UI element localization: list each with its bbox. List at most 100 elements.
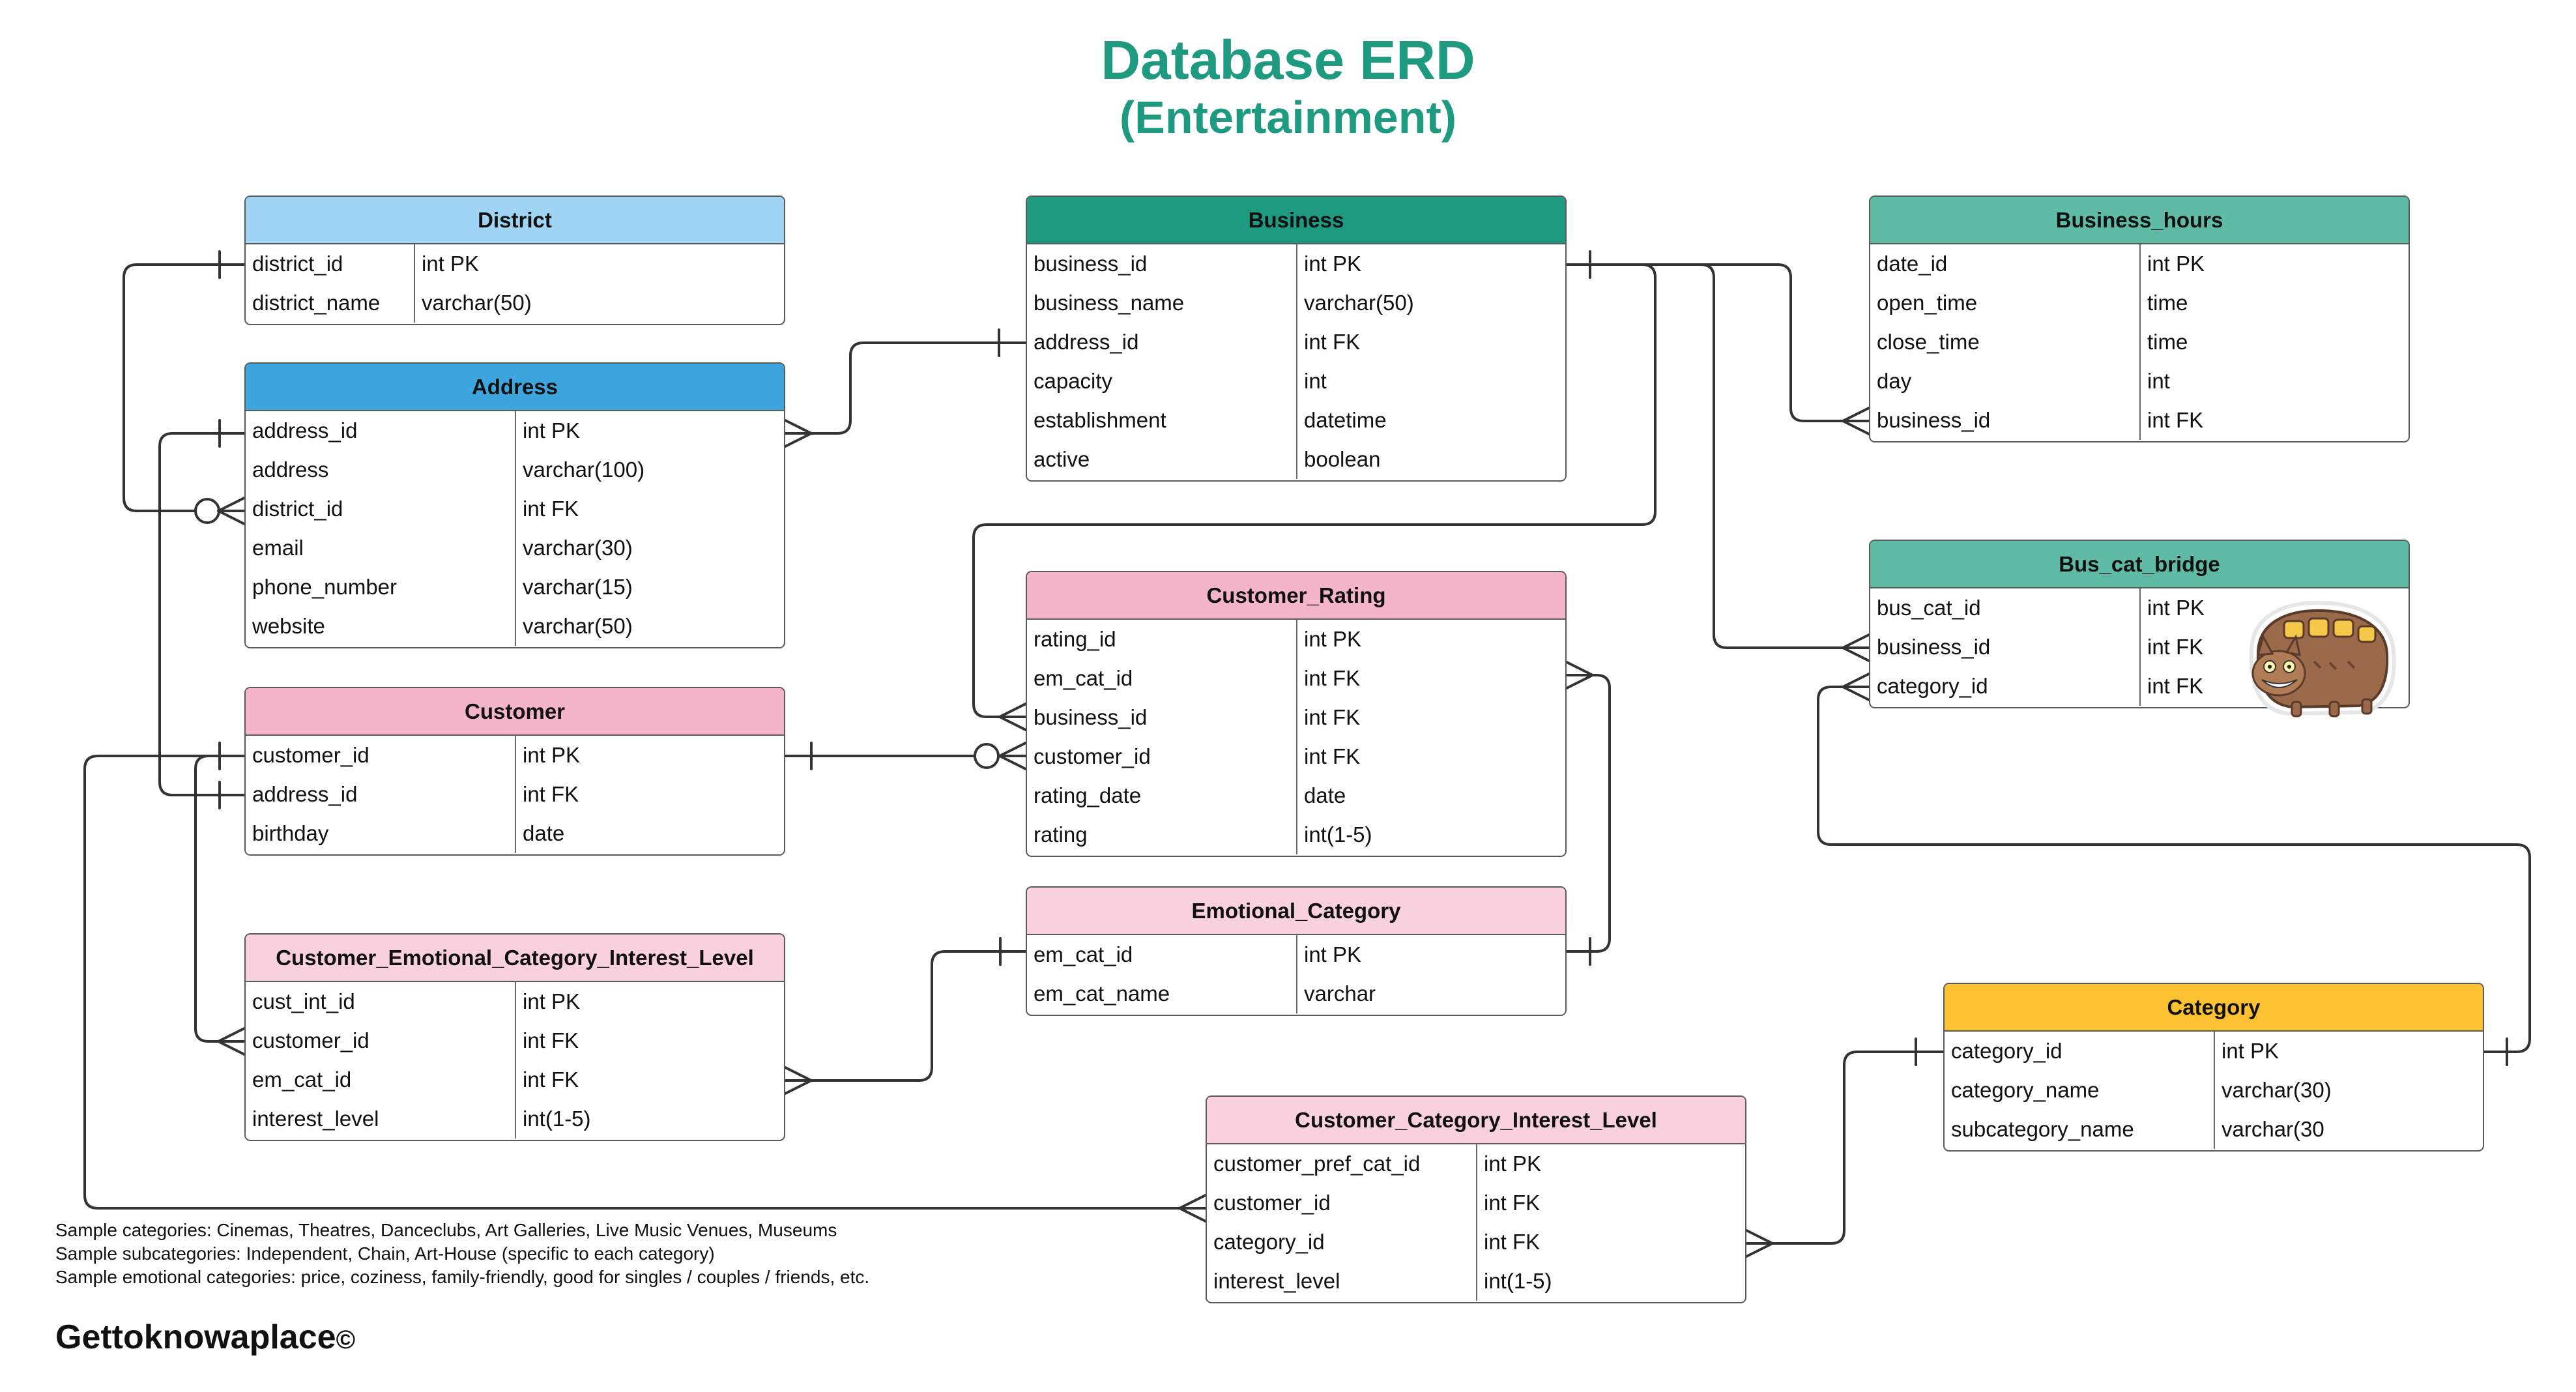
field-name: customer_pref_cat_id	[1207, 1144, 1477, 1183]
field-name: address_id	[246, 775, 516, 814]
field-type: int PK	[1304, 627, 1362, 651]
field-type: time	[2147, 330, 2188, 354]
entity-customer-emotional[interactable]: Customer_Emotional_Category_Interest_Lev…	[244, 933, 785, 1141]
field-type: int PK	[2221, 1039, 2279, 1063]
field-name: customer_id	[246, 1021, 516, 1060]
field-name: interest_level	[246, 1099, 516, 1138]
field-name: interest_level	[1207, 1262, 1477, 1301]
business-hours-line	[1565, 263, 1870, 422]
field-type: int FK	[2147, 408, 2204, 432]
field-name: district_name	[246, 283, 415, 323]
many-mark	[784, 1066, 813, 1095]
field-type: int	[2147, 369, 2170, 393]
field-row: address_id int FK	[1027, 323, 1565, 362]
field-name: address_id	[1027, 323, 1297, 362]
entity-title: Customer_Emotional_Category_Interest_Lev…	[246, 935, 784, 982]
field-type: int FK	[1304, 330, 1361, 354]
note-line: Sample emotional categories: price, cozi…	[55, 1267, 870, 1287]
field-type: varchar(30)	[523, 536, 633, 560]
field-type: int FK	[2147, 635, 2204, 659]
field-type: int FK	[2147, 674, 2204, 698]
field-row: establishment datetime	[1027, 401, 1565, 440]
field-name: website	[246, 607, 516, 646]
brand-label: Gettoknowaplace©	[55, 1318, 355, 1357]
field-row: rating_id int PK	[1027, 620, 1565, 659]
address-customer-line	[158, 432, 246, 796]
field-name: active	[1027, 440, 1297, 479]
field-name: district_id	[246, 244, 415, 283]
field-name: establishment	[1027, 401, 1297, 440]
field-name: date_id	[1870, 244, 2141, 283]
field-type: time	[2147, 291, 2188, 315]
field-type: int(1-5)	[523, 1107, 591, 1131]
entity-title: Business	[1027, 197, 1565, 244]
entity-title: Bus_cat_bridge	[1870, 541, 2409, 588]
many-mark	[784, 419, 813, 448]
field-name: business_id	[1870, 628, 2141, 667]
field-type: datetime	[1304, 408, 1387, 432]
field-name: open_time	[1870, 283, 2141, 323]
entity-title: Customer_Rating	[1027, 572, 1565, 620]
field-type: varchar	[1304, 981, 1376, 1006]
field-name: birthday	[246, 814, 516, 853]
copyright-icon: ©	[336, 1326, 356, 1354]
diagram-subtitle: (Entertainment)	[1119, 92, 1457, 143]
field-type: date	[1304, 783, 1346, 807]
field-name: phone_number	[246, 568, 516, 607]
optional-mark	[194, 498, 220, 524]
many-mark	[998, 742, 1027, 770]
customer-category-interest-line	[83, 755, 1207, 1210]
note-line: Sample categories: Cinemas, Theatres, Da…	[55, 1220, 837, 1240]
field-type: int FK	[1484, 1191, 1541, 1215]
field-name: customer_id	[246, 736, 516, 775]
field-name: rating_id	[1027, 620, 1297, 659]
many-mark	[1565, 661, 1594, 689]
field-name: bus_cat_id	[1870, 588, 2141, 628]
field-name: email	[246, 529, 516, 568]
category-bridge-line	[1817, 686, 2531, 1053]
field-type: int PK	[2147, 252, 2205, 276]
field-name: address	[246, 450, 516, 489]
many-mark	[998, 703, 1027, 731]
field-type: int FK	[523, 1028, 579, 1052]
field-name: em_cat_id	[246, 1060, 516, 1099]
field-type: int FK	[523, 497, 579, 521]
field-name: em_cat_id	[1027, 935, 1297, 974]
field-type: int FK	[1304, 666, 1361, 690]
field-name: close_time	[1870, 323, 2141, 362]
field-type: int(1-5)	[1484, 1269, 1552, 1293]
category-interest-line	[1745, 1051, 1945, 1245]
brand-name: Gettoknowaplace	[55, 1318, 336, 1356]
field-type: varchar(30)	[2221, 1078, 2332, 1102]
address-business-line	[784, 341, 1027, 435]
field-type: int(1-5)	[1304, 822, 1372, 847]
entity-title: Customer_Category_Interest_Level	[1207, 1097, 1745, 1144]
